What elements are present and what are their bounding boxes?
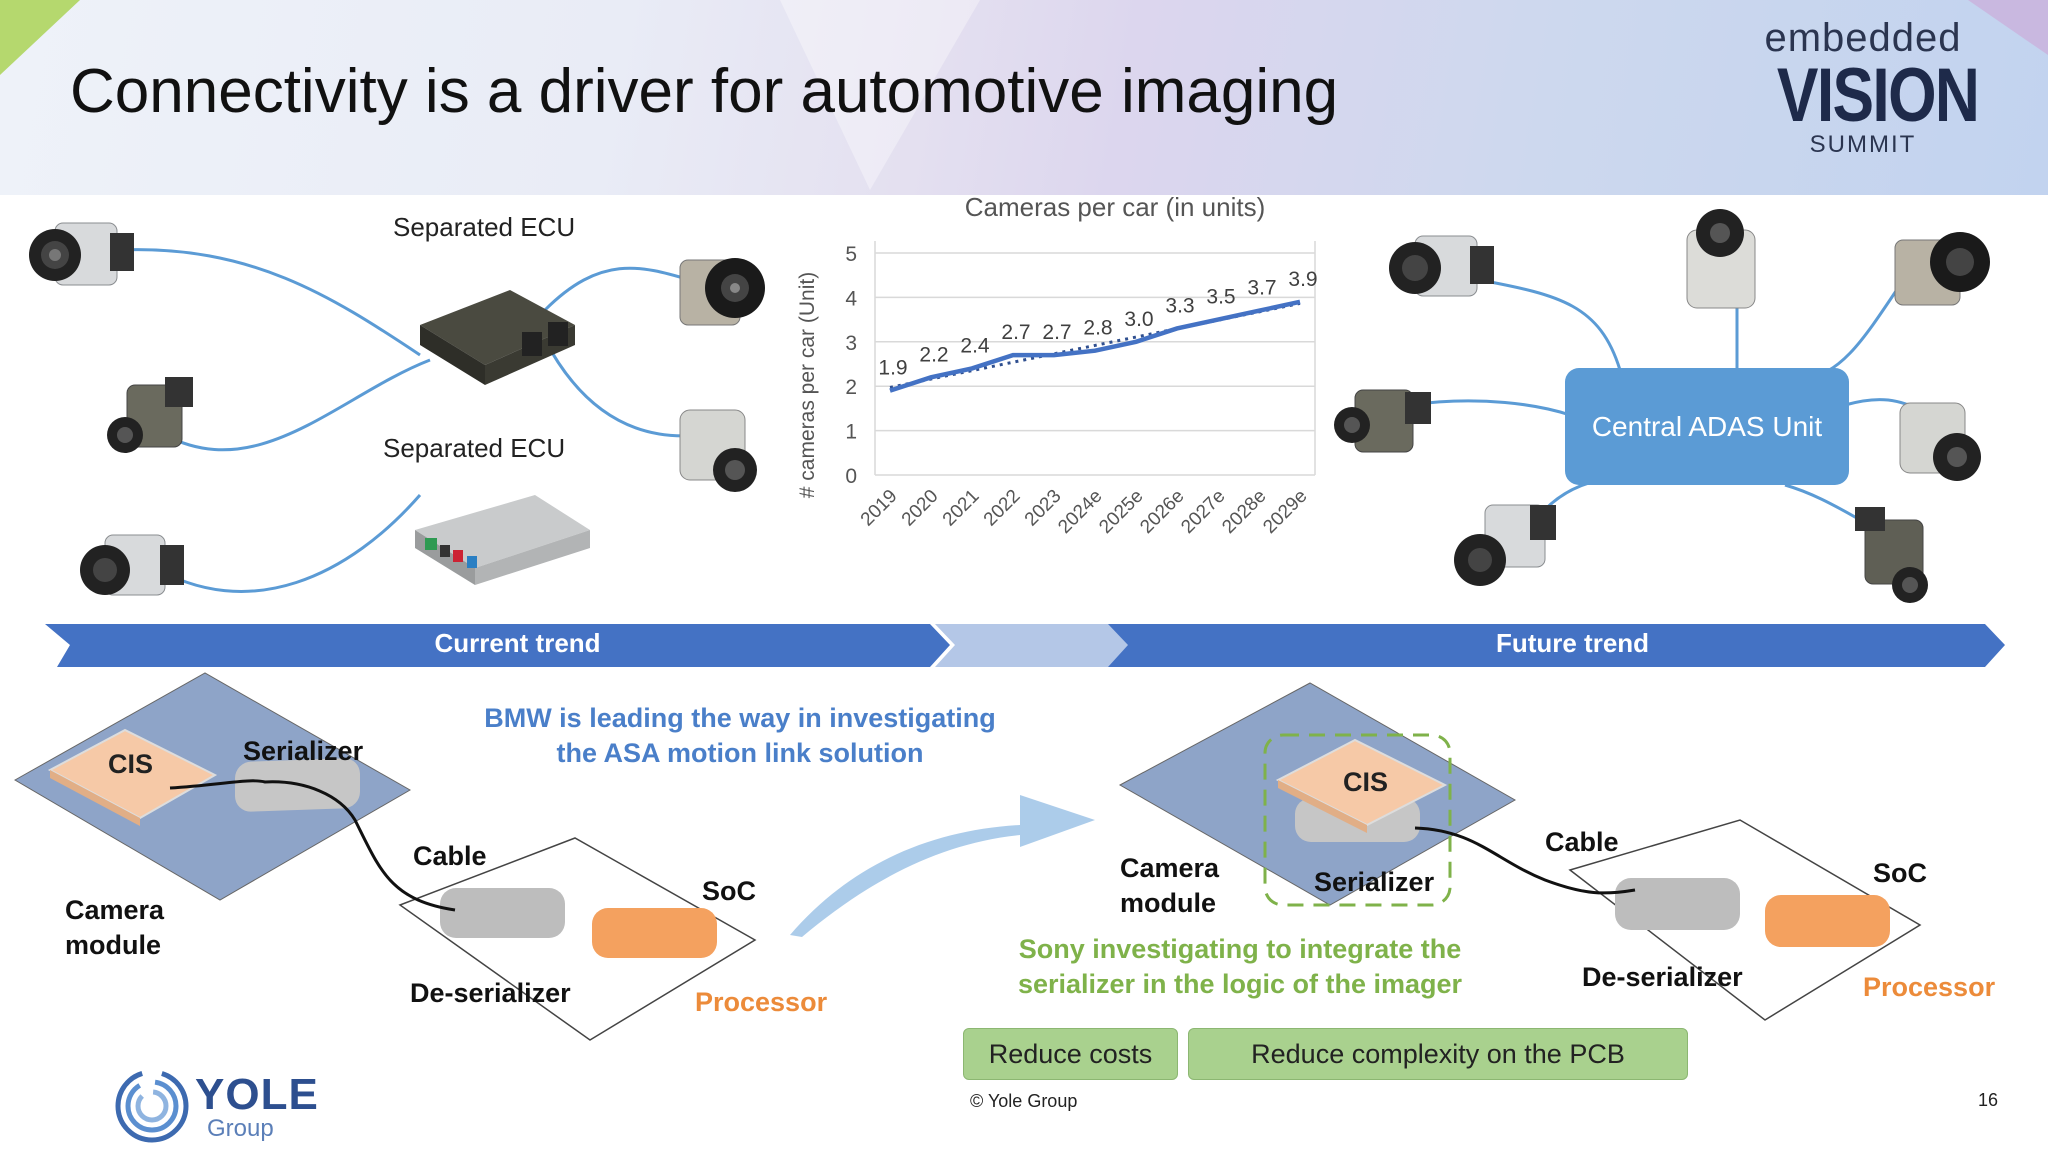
camera-module-label-left-2: module [65, 930, 162, 960]
y-tick-label: 4 [845, 287, 857, 310]
slide-title: Connectivity is a driver for automotive … [70, 57, 1339, 126]
y-tick-label: 2 [845, 376, 857, 399]
chart-title: Cameras per car (in units) [965, 192, 1266, 222]
ecu-module-icon [415, 495, 590, 585]
title-band [0, 0, 2048, 195]
reduce-complexity-badge: Reduce complexity on the PCB [1188, 1028, 1688, 1080]
camera-icon [1454, 504, 1556, 586]
serializer-label-right: Serializer [1314, 867, 1435, 897]
chart-ylabel: # cameras per car (Unit) [796, 272, 819, 498]
camera-module-label-right-1: Camera [1120, 853, 1220, 883]
cable-label-left: Cable [413, 841, 487, 871]
camera-icon [1899, 402, 1981, 481]
trend-arrow-bar [45, 624, 2005, 667]
x-tick-label: 2021 [939, 486, 984, 531]
evs-logo: embedded VISION SUMMIT [1758, 16, 1980, 159]
copyright: © Yole Group [970, 1091, 1078, 1111]
evs-logo-line1: embedded [1764, 16, 1962, 60]
x-tick-label: 2028e [1218, 486, 1270, 538]
data-label: 1.9 [878, 357, 907, 380]
data-label: 3.7 [1247, 277, 1276, 300]
x-tick-label: 2029e [1259, 486, 1311, 538]
camera-icon [107, 377, 193, 453]
camera-icon [1389, 235, 1494, 297]
data-label: 3.3 [1165, 294, 1194, 317]
y-tick-label: 3 [845, 332, 857, 355]
corner-triangle-left [0, 0, 80, 75]
x-tick-label: 2024e [1054, 486, 1106, 538]
camera-module-label-left-1: Camera [65, 895, 165, 925]
y-tick-label: 1 [845, 421, 857, 444]
camera-icon [1686, 209, 1756, 309]
corner-triangle-right [1968, 0, 2048, 55]
soc-label-left: SoC [702, 876, 756, 906]
x-tick-label: 2020 [898, 486, 943, 531]
camera-icon [1855, 507, 1928, 603]
processor-label-left: Processor [695, 987, 828, 1017]
central-adas-unit: Central ADAS Unit [1565, 368, 1849, 485]
page-number: 16 [1978, 1090, 1999, 1110]
x-tick-label: 2022 [980, 486, 1025, 531]
camera-module-label-right-2: module [1120, 888, 1217, 918]
x-tick-label: 2027e [1177, 486, 1229, 538]
trendline [889, 301, 1301, 389]
camera-icon [80, 534, 184, 596]
data-label: 3.5 [1206, 286, 1235, 309]
data-label: 2.2 [919, 343, 948, 366]
cameras-per-car-chart: Cameras per car (in units) # cameras per… [796, 192, 1318, 538]
camera-icon [1894, 232, 1990, 306]
ecu-label-1: Separated ECU [393, 212, 576, 242]
camera-icon [679, 409, 757, 492]
yole-logo-subtext: Group [207, 1115, 274, 1142]
data-label: 2.4 [960, 334, 990, 357]
camera-icon [1334, 389, 1431, 453]
cis-label-right: CIS [1343, 767, 1389, 797]
current-architecture-diagram [13, 672, 757, 1041]
future-trend-label: Future trend [1495, 628, 1650, 658]
band-decoration [780, 0, 980, 190]
future-architecture-diagram [1118, 682, 1922, 1021]
data-label: 2.8 [1083, 317, 1112, 340]
deserializer-label-left: De-serializer [410, 978, 571, 1008]
data-label: 2.7 [1001, 321, 1030, 344]
soc-label-right: SoC [1873, 858, 1927, 888]
camera-icon [679, 258, 765, 326]
yole-logo-text: YOLE [195, 1070, 319, 1119]
data-label: 3.9 [1288, 268, 1317, 291]
x-tick-label: 2026e [1136, 486, 1188, 538]
x-tick-label: 2025e [1095, 486, 1147, 538]
sony-note-line1: Sony investigating to integrate the [1018, 934, 1462, 964]
data-label: 2.7 [1042, 321, 1071, 344]
x-tick-label: 2019 [857, 486, 902, 531]
y-tick-label: 5 [845, 243, 857, 266]
transition-arrow-icon [790, 795, 1095, 937]
bmw-note-line1: BMW is leading the way in investigating [484, 703, 996, 733]
data-label: 3.0 [1124, 308, 1153, 331]
deserializer-label-right: De-serializer [1582, 962, 1743, 992]
sony-note-line2: serializer in the logic of the imager [1017, 969, 1463, 999]
reduce-costs-badge: Reduce costs [963, 1028, 1178, 1080]
cis-label-left: CIS [108, 749, 154, 779]
y-tick-label: 0 [845, 465, 857, 488]
evs-logo-line2: VISION [1776, 53, 1980, 138]
camera-icon [29, 222, 134, 286]
evs-logo-line3: SUMMIT [1809, 131, 1917, 158]
ecu-box-icon [420, 290, 575, 385]
series-line [889, 299, 1301, 393]
ecu-label-2: Separated ECU [383, 433, 566, 463]
processor-label-right: Processor [1863, 972, 1996, 1002]
current-trend-label: Current trend [434, 628, 601, 658]
bmw-note-line2: the ASA motion link solution [556, 738, 924, 768]
cable-label-right: Cable [1545, 827, 1619, 857]
serializer-label-left: Serializer [243, 736, 364, 766]
yole-logo-icon [115, 1069, 189, 1143]
